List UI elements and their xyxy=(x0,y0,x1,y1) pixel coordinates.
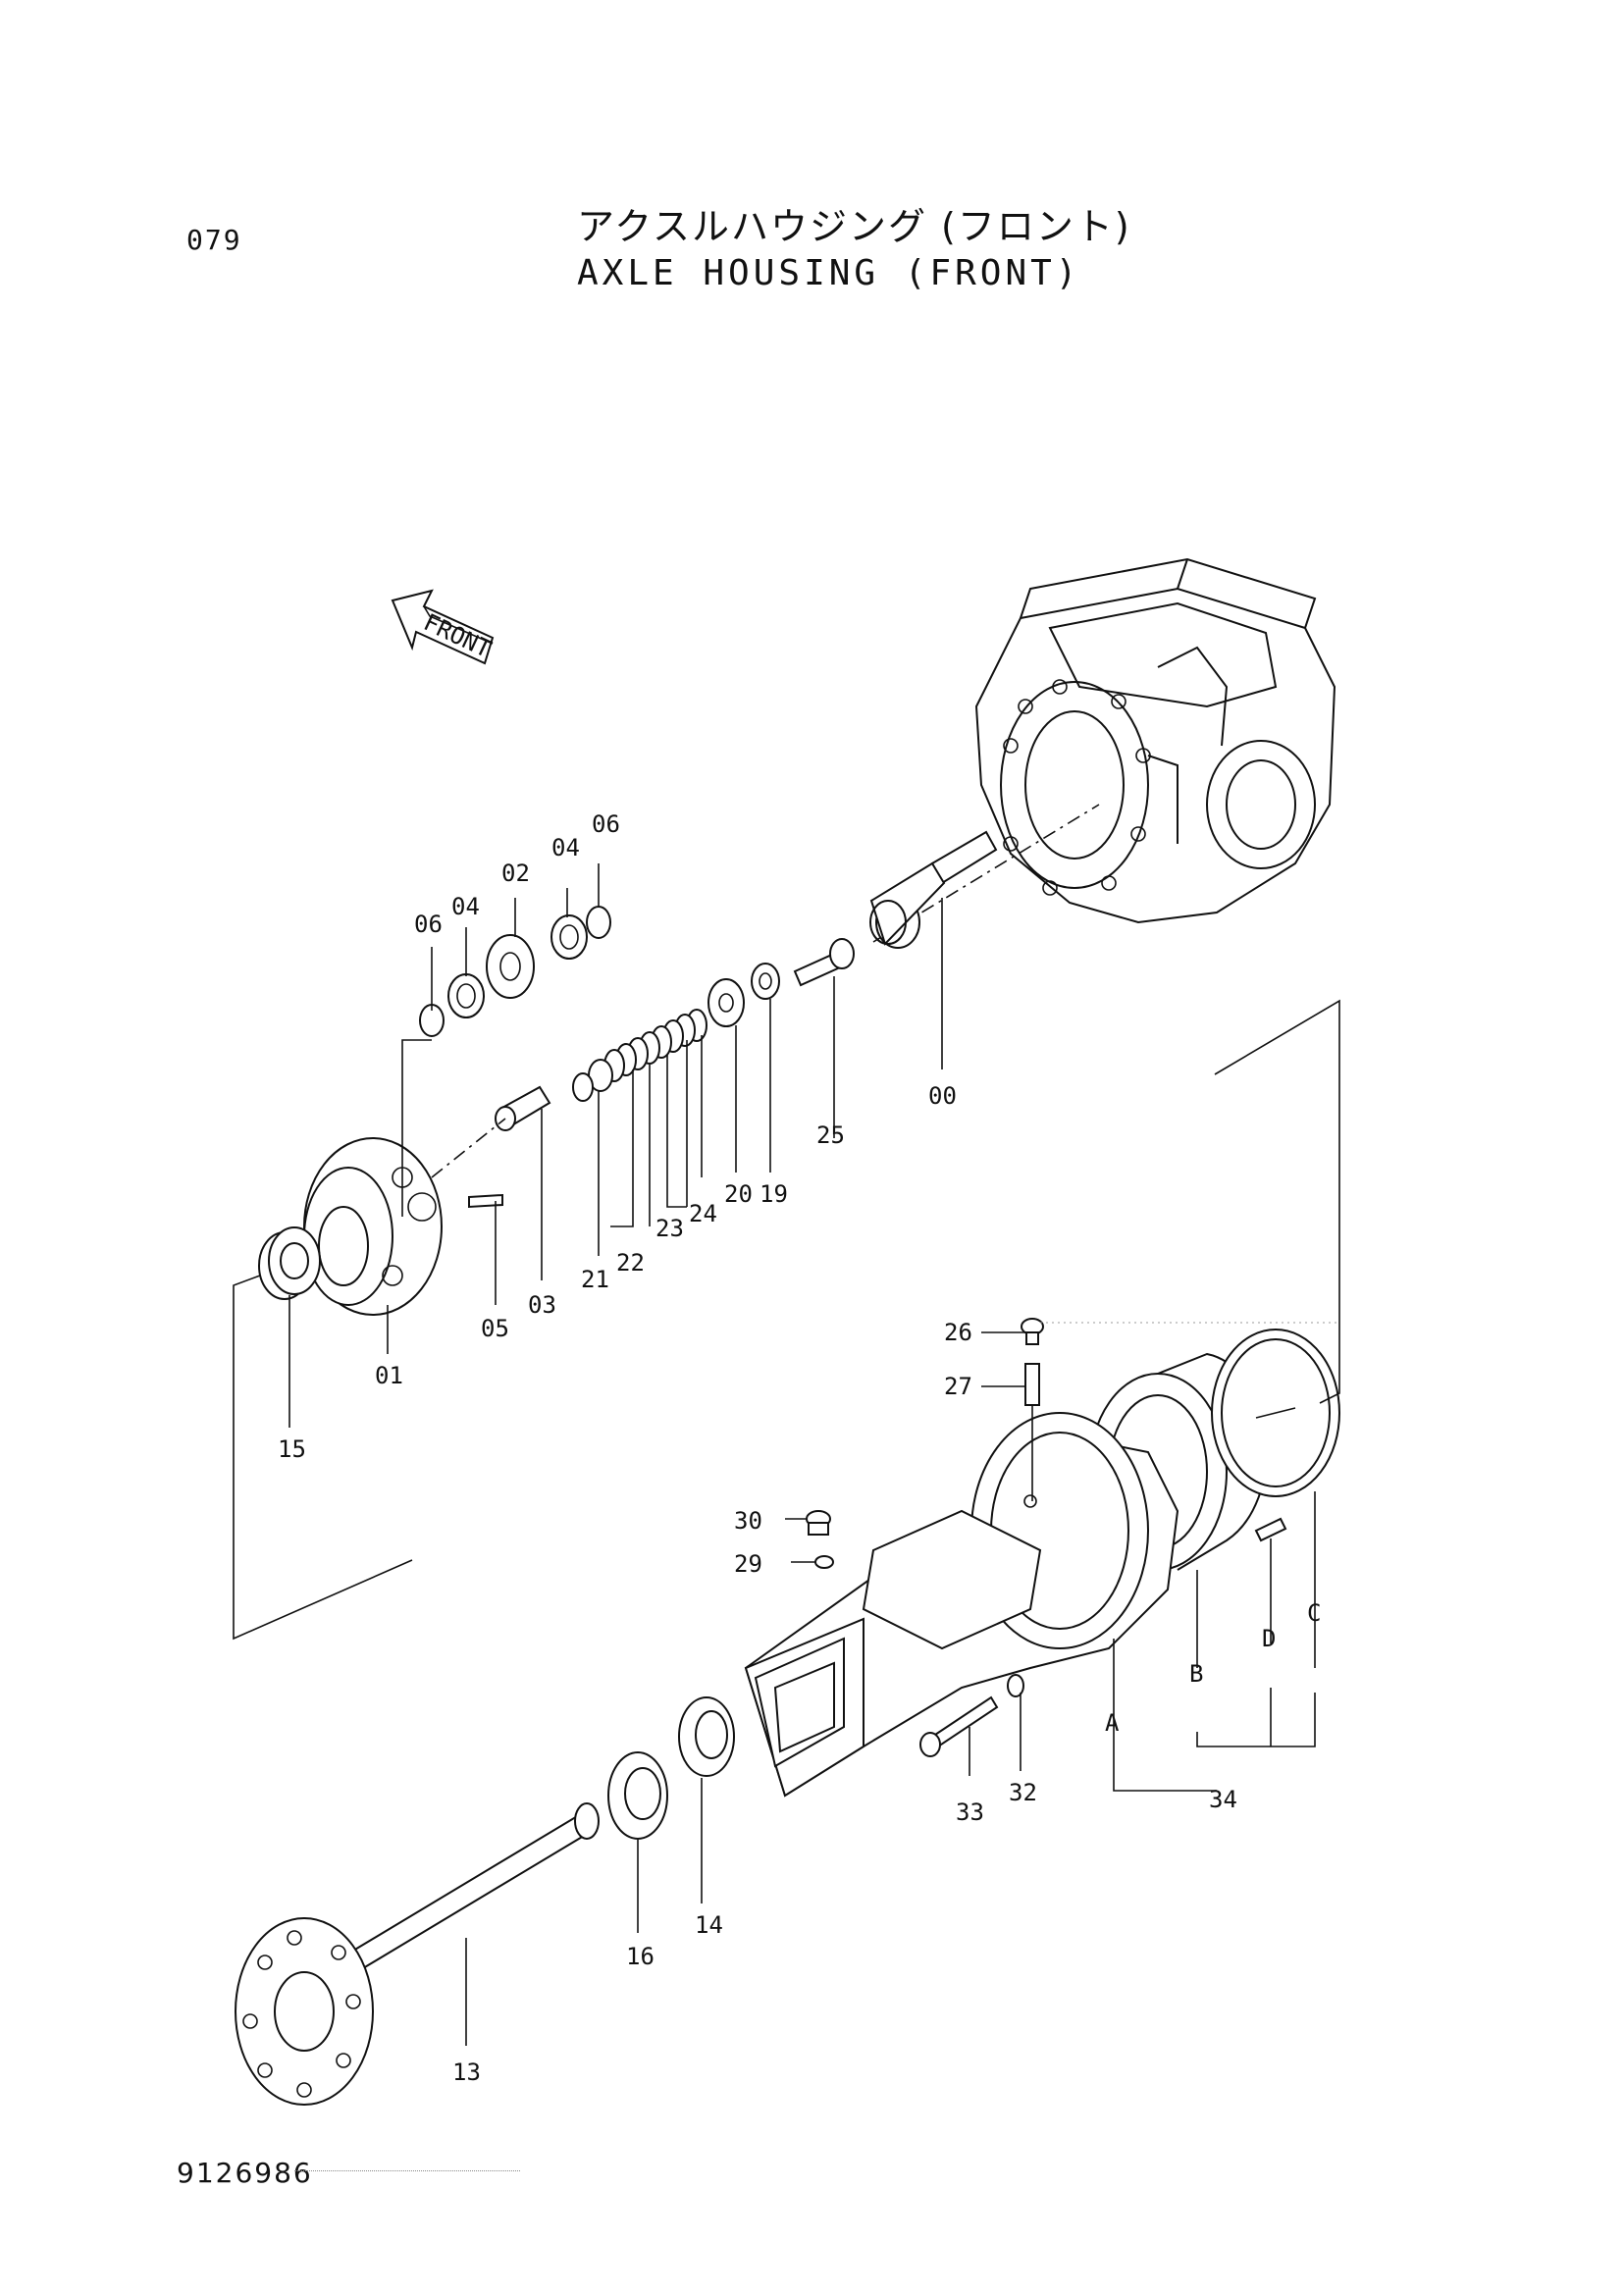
callout-03: 03 xyxy=(528,1291,556,1319)
callout-27: 27 xyxy=(944,1373,972,1400)
dowel-bolt xyxy=(793,938,855,987)
axle-shaft xyxy=(235,1802,600,2106)
callout-22: 22 xyxy=(616,1249,645,1277)
washers xyxy=(707,963,780,1027)
callout-B: B xyxy=(1189,1660,1203,1688)
oil-seals xyxy=(607,1696,735,1840)
page-number: 079 xyxy=(186,224,242,256)
callout-04-left: 04 xyxy=(451,893,480,920)
callout-00: 00 xyxy=(928,1082,957,1110)
callout-01: 01 xyxy=(375,1362,403,1389)
document-code-rule xyxy=(294,2170,520,2171)
callout-15: 15 xyxy=(278,1435,306,1463)
callout-D: D xyxy=(1262,1625,1276,1652)
roll-pin xyxy=(468,1193,503,1209)
front-arrow-label: FRONT xyxy=(419,608,495,663)
callout-24: 24 xyxy=(689,1200,717,1227)
mounting-bolt xyxy=(919,1674,1024,1757)
document-code: 9126986 xyxy=(177,2157,313,2189)
callout-21: 21 xyxy=(581,1266,609,1293)
callout-06-right: 06 xyxy=(592,810,620,838)
pinion-shaft xyxy=(869,804,1100,949)
callout-25: 25 xyxy=(816,1121,845,1149)
callout-30: 30 xyxy=(734,1507,762,1535)
callout-19: 19 xyxy=(760,1180,788,1208)
callout-02: 02 xyxy=(501,860,530,887)
planet-gear-set xyxy=(419,906,611,1037)
dowel-pin-d xyxy=(1254,1517,1287,1542)
planet-carrier xyxy=(303,1137,443,1316)
callout-23: 23 xyxy=(655,1215,684,1242)
callout-34: 34 xyxy=(1209,1786,1237,1813)
axle-housing-body xyxy=(744,1412,1179,1798)
callout-33: 33 xyxy=(956,1799,984,1826)
callout-05: 05 xyxy=(481,1315,509,1342)
drain-plug xyxy=(806,1510,834,1569)
callout-04-right: 04 xyxy=(551,834,580,861)
cover-plate xyxy=(1211,1329,1340,1497)
callout-29: 29 xyxy=(734,1550,762,1578)
callout-26: 26 xyxy=(944,1319,972,1346)
callout-16: 16 xyxy=(626,1943,655,1970)
title-english: AXLE HOUSING (FRONT) xyxy=(577,253,1081,293)
callout-20: 20 xyxy=(724,1180,753,1208)
differential-carrier-housing xyxy=(974,557,1336,924)
leader-lines xyxy=(233,863,1340,2046)
callout-06-left: 06 xyxy=(414,911,443,938)
front-direction-arrow: FRONT xyxy=(391,589,496,665)
callout-A: A xyxy=(1105,1709,1120,1737)
callout-14: 14 xyxy=(695,1911,723,1939)
bearing xyxy=(258,1226,321,1300)
callout-13: 13 xyxy=(452,2059,481,2086)
callout-32: 32 xyxy=(1009,1779,1037,1806)
thrust-washer-stack xyxy=(572,1009,707,1102)
callout-C: C xyxy=(1307,1599,1321,1627)
title-japanese: アクスルハウジング (フロント) xyxy=(577,205,1131,248)
breather xyxy=(1021,1318,1044,1501)
planet-pin xyxy=(431,1085,551,1178)
